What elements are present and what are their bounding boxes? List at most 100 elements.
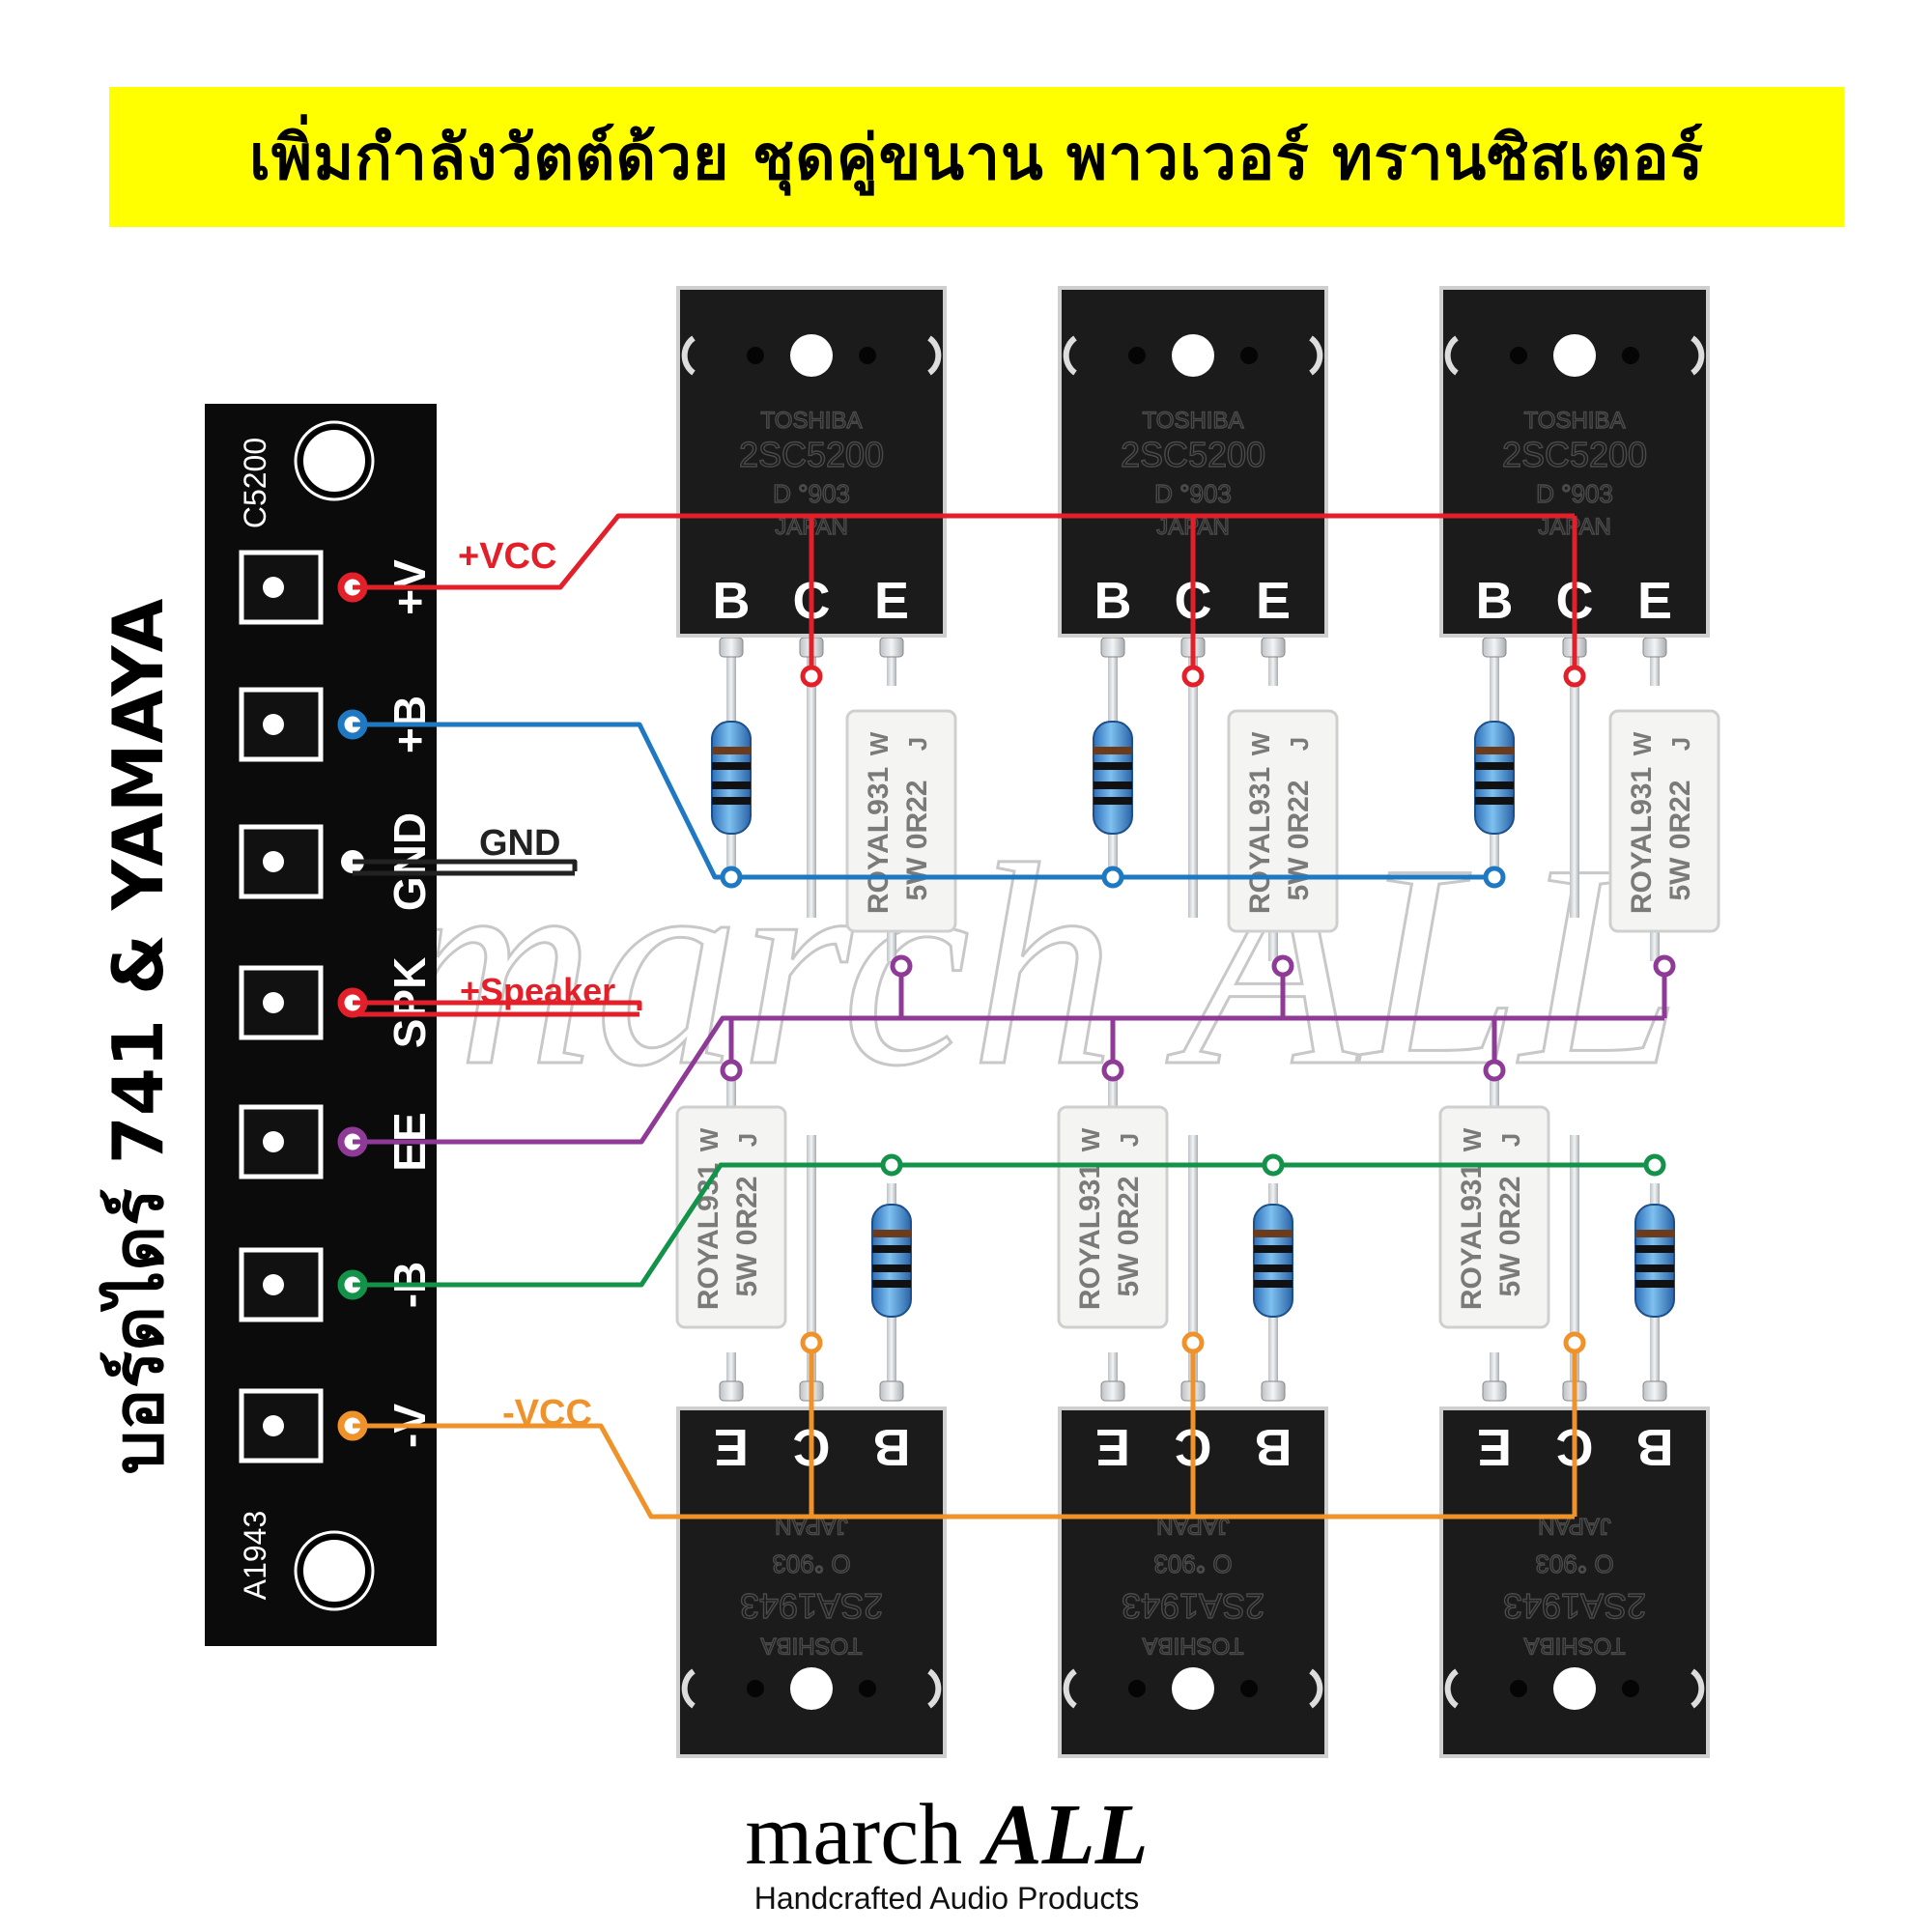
transistor-notch-right: [927, 335, 942, 376]
npn-leg-e: [887, 638, 896, 686]
node-ee-down-2: [1483, 1059, 1506, 1082]
ceramic-print-line2: 5W 0R22: [901, 780, 933, 900]
npn-emitter-lead: [1268, 927, 1278, 961]
wire-vcc-neg: [353, 1423, 1575, 1520]
base-resistor-band-0: [712, 747, 751, 754]
ceramic-body: [1438, 1105, 1550, 1329]
ceramic-print-w: W: [1246, 731, 1275, 755]
ceramic-body: [1057, 1105, 1169, 1329]
transistor-notch-right: [1309, 335, 1323, 376]
base-resistor-band-3: [712, 797, 751, 805]
transistor-notch-left: [1063, 335, 1077, 376]
base-resistor-band-3: [872, 1280, 911, 1288]
ceramic-print-j: J: [1666, 737, 1695, 751]
pnp-leg-e: [1490, 1352, 1499, 1399]
transistor-notch-right: [1690, 335, 1705, 376]
ceramic-print-line1: ROYAL931: [1456, 1163, 1488, 1310]
transistor-print-0: TOSHIBA: [1524, 1633, 1626, 1659]
base-resistor-band-1: [1635, 1245, 1674, 1253]
node-vcc-pos-0: [800, 665, 823, 688]
npn-leg-b: [1490, 638, 1499, 686]
ceramic-print-line1: ROYAL931: [1074, 1163, 1106, 1310]
transistor-pin-letter-2: B: [1636, 1418, 1674, 1476]
base-resistor-body: [711, 721, 752, 835]
npn-tab-b: [1482, 637, 1507, 658]
pnp-tab-b: [1261, 1380, 1286, 1402]
node-ee-down-1: [1101, 1059, 1124, 1082]
ceramic-print-w: W: [1458, 1127, 1487, 1151]
ceramic-print-j: J: [733, 1133, 762, 1147]
ceramic-print-j: J: [1285, 737, 1314, 751]
pin-hole-left-4: [263, 1131, 284, 1152]
wire-minus-b: [353, 1162, 1655, 1288]
ceramic-print-line1: ROYAL931: [863, 767, 895, 914]
base-resistor-band-1: [872, 1245, 911, 1253]
npn-leg-b: [726, 638, 736, 686]
transistor-hole: [1553, 1667, 1596, 1710]
transistor-notch-left: [1444, 335, 1459, 376]
ceramic-print-line2: 5W 0R22: [1283, 780, 1315, 900]
transistor-notch-left: [681, 335, 696, 376]
transistor-print-0: TOSHIBA: [1143, 1633, 1244, 1659]
npn-leg-e: [1650, 638, 1660, 686]
transistor-pin-letter-0: B: [1094, 572, 1132, 630]
transistor-hole: [1172, 334, 1214, 377]
label-vcc-neg: -VCC: [502, 1393, 592, 1434]
transistor-print-1: 2SA1943: [1503, 1586, 1646, 1626]
node-vcc-neg-0: [800, 1331, 823, 1354]
pin-hole-left-0: [263, 577, 284, 598]
base-resistor-band-0: [1635, 1230, 1674, 1237]
transistor-dimple-right: [1240, 1680, 1258, 1697]
mount-hole-bottom: [299, 1536, 369, 1605]
node-vcc-pos-1: [1181, 665, 1205, 688]
title-text: เพิ่มกำลังวัตต์ด้วย ชุดคู่ขนาน พาวเวอร์ …: [249, 122, 1704, 194]
node-minus-b-2: [1643, 1153, 1666, 1177]
pnp-emitter-lead: [726, 1070, 736, 1106]
transistor-notch-right: [1309, 1668, 1323, 1709]
transistor-dimple-left: [1128, 1680, 1146, 1697]
node-vcc-pos-2: [1563, 665, 1586, 688]
base-resistor-n2: [1474, 721, 1515, 835]
wires-layer: [353, 513, 1676, 1520]
pnp-tab-e: [1482, 1380, 1507, 1402]
transistor-hole: [790, 334, 833, 377]
base-resistor-p2: [1634, 1204, 1675, 1318]
base-resistor-band-2: [1475, 781, 1514, 789]
npn-leg-c: [1188, 638, 1198, 918]
mount-hole-bottom-ring: [294, 1530, 375, 1611]
brand-name-plain: march: [745, 1787, 963, 1883]
transistor-pin-letter-0: B: [713, 572, 751, 630]
npn-tab-e: [1261, 637, 1286, 658]
ceramic-print-line1: ROYAL931: [1244, 767, 1276, 914]
node-ee-down-0: [720, 1059, 743, 1082]
transistor-dimple-left: [1510, 347, 1527, 364]
label-gnd: GND: [479, 823, 560, 864]
ceramic-print-w: W: [1076, 1127, 1105, 1151]
transistor-hole: [1553, 334, 1596, 377]
base-resistor-n0: [711, 721, 752, 835]
base-resistor-band-3: [1094, 797, 1132, 805]
base-resistor-band-1: [712, 762, 751, 770]
pin-hole-left-1: [263, 714, 284, 735]
pin-hole-left-5: [263, 1274, 284, 1295]
transistor-dimple-left: [747, 347, 764, 364]
pnp-tab-b: [1642, 1380, 1667, 1402]
npn-tab-b: [1100, 637, 1125, 658]
transistor-hole: [790, 1667, 833, 1710]
title-banner: เพิ่มกำลังวัตต์ด้วย ชุดคู่ขนาน พาวเวอร์ …: [109, 87, 1844, 227]
node-plus-b-2: [1483, 866, 1506, 889]
node-ee-up-2: [1653, 954, 1676, 978]
base-resistor-band-0: [1254, 1230, 1293, 1237]
transistor-dimple-right: [1622, 347, 1639, 364]
label-vcc-pos: +VCC: [458, 536, 556, 577]
ceramic-print-line2: 5W 0R22: [1113, 1176, 1145, 1296]
base-resistor-band-3: [1475, 797, 1514, 805]
npn-leg-c: [807, 638, 816, 918]
npn-emitter-lead: [887, 927, 896, 961]
pnp-leg-e: [726, 1352, 736, 1399]
transistor-print-2: D °903: [1154, 479, 1232, 508]
pnp-leg-c: [807, 1135, 816, 1399]
